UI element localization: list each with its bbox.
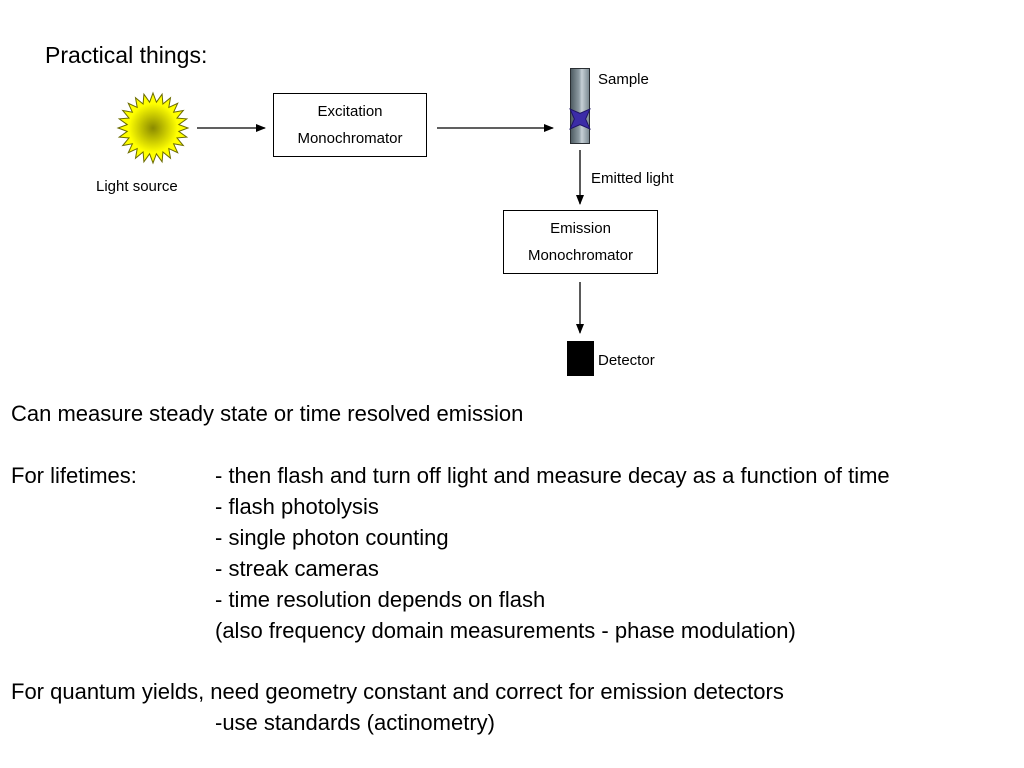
sample-label: Sample: [598, 71, 649, 88]
light-source-label: Light source: [96, 178, 178, 195]
excitation-monochromator-box: Excitation Monochromator: [273, 93, 427, 157]
emission-box-line2: Monochromator: [527, 247, 634, 264]
lifetime-item-6: (also frequency domain measurements - ph…: [215, 618, 796, 643]
lifetime-item-1: - then flash and turn off light and meas…: [215, 463, 890, 488]
emission-box-line1: Emission: [550, 220, 611, 237]
sample-excitation-marker-icon: [569, 108, 591, 130]
light-source-sun-icon: [116, 91, 190, 165]
emitted-light-label: Emitted light: [591, 170, 674, 187]
lifetime-item-3: - single photon counting: [215, 525, 449, 550]
emission-monochromator-box: Emission Monochromator: [503, 210, 658, 274]
detector-label: Detector: [598, 352, 655, 369]
lifetimes-label: For lifetimes:: [11, 463, 137, 488]
lifetime-item-2: - flash photolysis: [215, 494, 379, 519]
lifetime-item-5: - time resolution depends on flash: [215, 587, 546, 612]
quantum-yields-line: For quantum yields, need geometry consta…: [11, 679, 784, 704]
quantum-yields-subline: -use standards (actinometry): [215, 710, 495, 735]
slide-heading: Practical things:: [45, 42, 208, 68]
steady-state-line: Can measure steady state or time resolve…: [11, 401, 524, 426]
detector-block: [567, 341, 594, 376]
excitation-box-line2: Monochromator: [297, 130, 403, 147]
diagram-canvas: [116, 91, 584, 334]
lifetime-item-4: - streak cameras: [215, 556, 379, 581]
excitation-box-line1: Excitation: [317, 103, 383, 120]
